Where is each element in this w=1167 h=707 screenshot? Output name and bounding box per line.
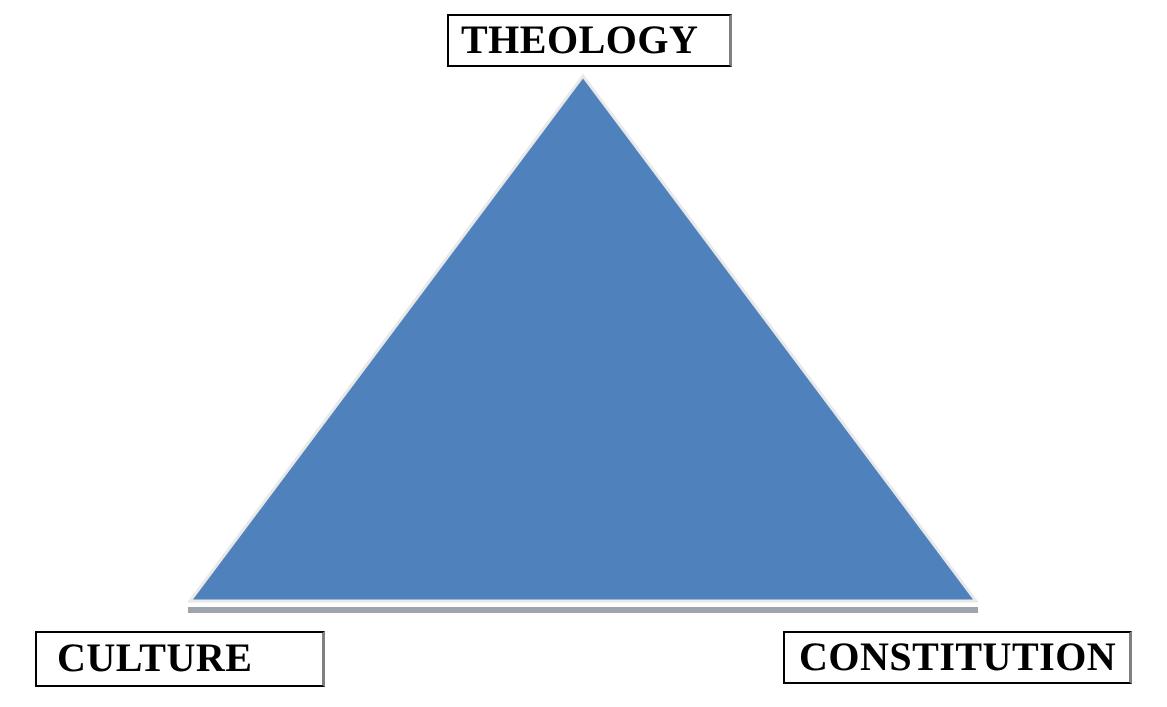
triangle-base-shadow [188, 607, 978, 613]
node-label-constitution: CONSTITUTION [799, 633, 1117, 679]
node-box-theology: THEOLOGY [447, 14, 732, 67]
node-box-culture: CULTURE [35, 631, 325, 687]
node-box-constitution: CONSTITUTION [783, 631, 1132, 684]
node-label-culture: CULTURE [57, 635, 253, 680]
node-label-theology: THEOLOGY [461, 16, 699, 62]
triangle-shape [187, 73, 979, 603]
